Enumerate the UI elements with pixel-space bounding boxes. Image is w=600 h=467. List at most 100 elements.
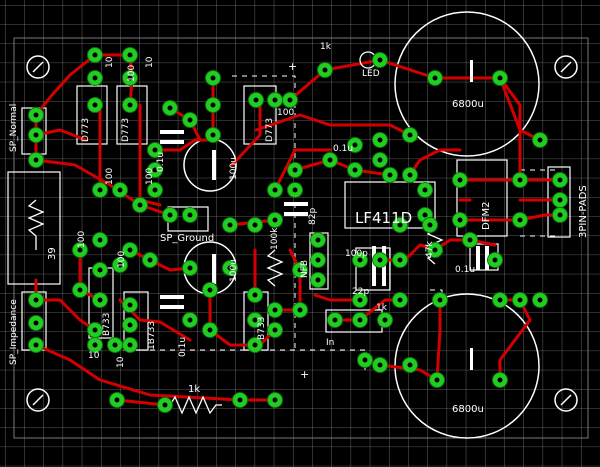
label-lf411d: LF411D bbox=[355, 209, 412, 227]
pad-hole bbox=[517, 177, 523, 183]
label-22p: 22p bbox=[352, 287, 369, 297]
pad-hole bbox=[167, 212, 173, 218]
pad-hole bbox=[457, 217, 463, 223]
pad-hole bbox=[187, 317, 193, 323]
pad-hole bbox=[207, 327, 213, 333]
pad-hole bbox=[92, 52, 98, 58]
pad-hole bbox=[127, 247, 133, 253]
pad-hole bbox=[77, 287, 83, 293]
label-100u-bottom: 100u bbox=[229, 259, 239, 282]
pad-hole bbox=[557, 177, 563, 183]
pad-hole bbox=[92, 327, 98, 333]
board-outline bbox=[13, 37, 589, 439]
pad-hole bbox=[497, 297, 503, 303]
pad-hole bbox=[112, 342, 118, 348]
pad-hole bbox=[387, 172, 393, 178]
pad-hole bbox=[127, 102, 133, 108]
pad-hole bbox=[297, 307, 303, 313]
label-led: LED bbox=[362, 69, 380, 79]
label-plus-top: + bbox=[288, 60, 297, 73]
pad-hole bbox=[397, 222, 403, 228]
pad-hole bbox=[422, 212, 428, 218]
pad-hole bbox=[407, 362, 413, 368]
pad-hole bbox=[97, 297, 103, 303]
pad-hole bbox=[352, 142, 358, 148]
pad-hole bbox=[357, 297, 363, 303]
pad-hole bbox=[352, 167, 358, 173]
resistor-symbols bbox=[27, 199, 444, 415]
label-100p: 100p bbox=[345, 249, 368, 259]
pad-hole bbox=[227, 265, 233, 271]
pad-hole bbox=[377, 257, 383, 263]
pad-hole bbox=[237, 397, 243, 403]
pad-hole bbox=[187, 117, 193, 123]
pad-hole bbox=[33, 297, 39, 303]
pad-hole bbox=[127, 342, 133, 348]
pad-hole bbox=[377, 137, 383, 143]
pad-hole bbox=[187, 265, 193, 271]
label-nfb: NFB bbox=[300, 260, 310, 278]
pad-hole bbox=[517, 297, 523, 303]
pad-hole bbox=[272, 97, 278, 103]
pad-hole bbox=[272, 397, 278, 403]
label-6800u-top: 6800u bbox=[452, 99, 484, 110]
pad-hole bbox=[272, 217, 278, 223]
pad-hole bbox=[357, 257, 363, 263]
label-47k: 47k bbox=[425, 241, 435, 258]
pad-hole bbox=[97, 267, 103, 273]
pad-hole bbox=[187, 212, 193, 218]
label-1k-bottom: 1k bbox=[188, 384, 200, 395]
pad-hole bbox=[152, 167, 158, 173]
pad-hole bbox=[210, 132, 216, 138]
silkscreen-labels: SP_Normal SP_Impedance SP_Ground D773 D7… bbox=[9, 42, 589, 415]
pad-hole bbox=[377, 57, 383, 63]
pad-hole bbox=[422, 187, 428, 193]
label-100-f: 100 bbox=[127, 65, 137, 82]
pad-hole bbox=[137, 202, 143, 208]
pad-hole bbox=[207, 287, 213, 293]
pad-hole bbox=[127, 302, 133, 308]
pad-hole bbox=[497, 75, 503, 81]
pad-hole bbox=[252, 342, 258, 348]
pad-hole bbox=[33, 320, 39, 326]
pad-hole bbox=[97, 187, 103, 193]
pad-hole bbox=[210, 102, 216, 108]
pad-hole bbox=[210, 75, 216, 81]
label-10-c: 10 bbox=[88, 351, 100, 361]
pad-hole bbox=[397, 297, 403, 303]
pad-hole bbox=[427, 222, 433, 228]
pad-hole bbox=[33, 342, 39, 348]
label-0.1u-top: 0.1u bbox=[333, 144, 353, 154]
pad-hole bbox=[407, 172, 413, 178]
label-10-b: 10 bbox=[145, 56, 155, 68]
pad-hole bbox=[434, 377, 440, 383]
label-plus-bottom: + bbox=[300, 368, 309, 381]
pad-hole bbox=[327, 157, 333, 163]
label-100-e: 100 bbox=[117, 251, 127, 268]
pad-hole bbox=[315, 257, 321, 263]
label-10-d: 10 bbox=[116, 356, 126, 368]
pad-hole bbox=[322, 67, 328, 73]
pad-hole bbox=[357, 317, 363, 323]
label-3pin-pads: 3PIN-PADS bbox=[578, 185, 589, 238]
pad-hole bbox=[272, 307, 278, 313]
label-100-a: 100 bbox=[105, 168, 115, 185]
pad-hole bbox=[252, 317, 258, 323]
label-0.1u-right: 0.1u bbox=[455, 265, 475, 275]
pad-hole bbox=[253, 97, 259, 103]
pad-hole bbox=[152, 187, 158, 193]
pad-hole bbox=[377, 157, 383, 163]
label-sp-ground: SP_Ground bbox=[160, 233, 214, 244]
pad-hole bbox=[92, 102, 98, 108]
pad-hole bbox=[92, 342, 98, 348]
pad-hole bbox=[127, 75, 133, 81]
pad-hole bbox=[557, 197, 563, 203]
pad-hole bbox=[382, 317, 388, 323]
label-sp-impedance: SP_Impedance bbox=[9, 299, 19, 365]
label-1k-mid: 1k bbox=[376, 303, 388, 313]
pad-hole bbox=[152, 147, 158, 153]
pad-hole bbox=[397, 257, 403, 263]
pad-hole bbox=[147, 257, 153, 263]
pad-hole bbox=[537, 297, 543, 303]
